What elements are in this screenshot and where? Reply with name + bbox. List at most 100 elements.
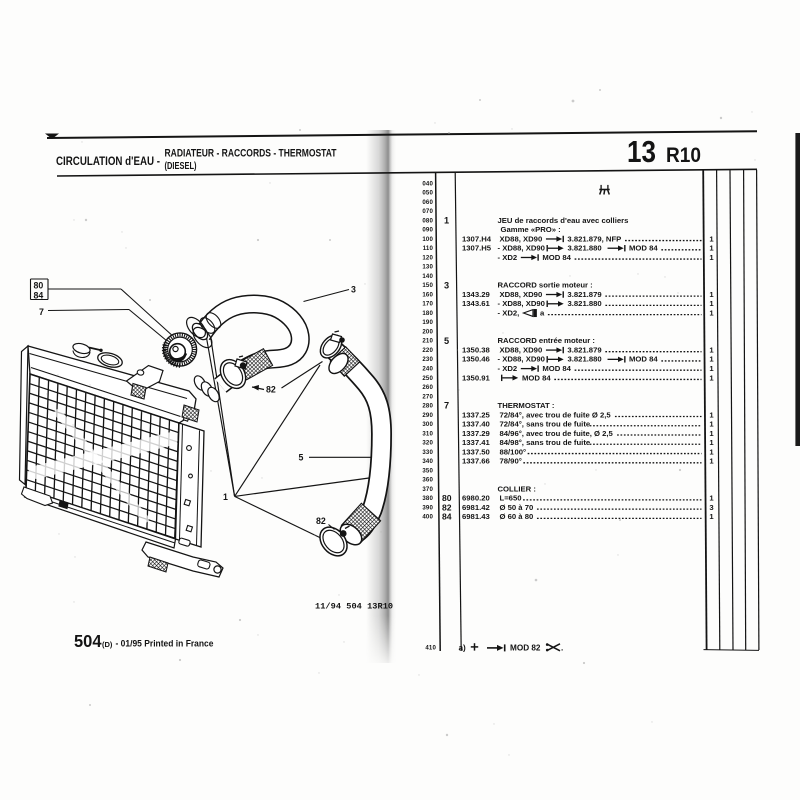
svg-text:- XD88, XD90: - XD88, XD90 (498, 299, 545, 308)
svg-text:150: 150 (422, 282, 433, 289)
svg-text:- XD88, XD90: - XD88, XD90 (498, 244, 545, 253)
svg-text:11/94 504 13R10: 11/94 504 13R10 (315, 602, 393, 612)
svg-text:080: 080 (422, 217, 433, 224)
svg-text:3.821.880: 3.821.880 (568, 244, 602, 253)
svg-text:1343.29: 1343.29 (462, 290, 490, 299)
svg-text:040: 040 (422, 180, 433, 187)
svg-text:MOD 84: MOD 84 (629, 355, 658, 364)
svg-text:240: 240 (422, 366, 433, 373)
svg-text:Gamme «PRO» :: Gamme «PRO» : (501, 225, 561, 234)
svg-text:1343.61: 1343.61 (462, 299, 491, 308)
svg-text:MOD 82: MOD 82 (510, 644, 541, 653)
svg-text:1350.91: 1350.91 (462, 373, 491, 382)
svg-text:1: 1 (709, 420, 714, 429)
svg-text:RADIATEUR - RACCORDS - THERMOS: RADIATEUR - RACCORDS - THERMOSTAT (165, 148, 337, 160)
svg-text:MOD 84: MOD 84 (542, 253, 571, 262)
svg-text:400: 400 (422, 514, 433, 521)
svg-text:050: 050 (422, 190, 433, 197)
svg-text:- 01/95 Printed in France: - 01/95 Printed in France (116, 639, 214, 649)
svg-text:80: 80 (34, 281, 44, 291)
svg-text:1337.41: 1337.41 (462, 438, 491, 447)
svg-text:210: 210 (422, 338, 433, 345)
svg-text:250: 250 (422, 375, 433, 382)
svg-text:260: 260 (422, 384, 433, 391)
svg-text:1: 1 (709, 308, 714, 317)
svg-text:290: 290 (422, 412, 433, 419)
svg-text:5: 5 (299, 453, 304, 463)
svg-text:72/84°, sans trou de fuite: 72/84°, sans trou de fuite (500, 420, 591, 429)
svg-text:360: 360 (422, 477, 433, 484)
svg-text:1: 1 (709, 494, 714, 503)
svg-text:1: 1 (709, 355, 714, 364)
svg-text:80: 80 (442, 493, 452, 503)
svg-text:1: 1 (709, 438, 714, 447)
svg-text:7: 7 (444, 401, 449, 411)
svg-text:MOD 84: MOD 84 (629, 244, 658, 253)
svg-text:R10: R10 (666, 143, 701, 167)
svg-text:410: 410 (425, 645, 436, 652)
svg-text:1307.H5: 1307.H5 (462, 244, 492, 253)
svg-text:200: 200 (422, 328, 433, 335)
svg-text:7: 7 (39, 307, 44, 317)
svg-text:a): a) (459, 644, 467, 653)
svg-text:1: 1 (709, 345, 714, 354)
svg-text:RACCORD entrée moteur :: RACCORD entrée moteur : (498, 336, 595, 345)
svg-text:THERMOSTAT :: THERMOSTAT : (498, 401, 555, 410)
svg-text:1: 1 (444, 215, 449, 225)
svg-text:a: a (540, 308, 545, 317)
svg-text:270: 270 (422, 393, 433, 400)
svg-text:6981.43: 6981.43 (462, 512, 490, 521)
svg-text:280: 280 (422, 403, 433, 410)
svg-text:1: 1 (223, 492, 228, 502)
svg-text:XD88, XD90: XD88, XD90 (500, 345, 543, 354)
svg-text:- XD2: - XD2 (498, 364, 518, 373)
svg-text:1337.29: 1337.29 (462, 429, 490, 438)
svg-text:82: 82 (442, 502, 452, 512)
svg-text:COLLIER :: COLLIER : (498, 484, 536, 493)
svg-text:1350.38: 1350.38 (462, 345, 491, 354)
svg-text:3.821.879, NFP: 3.821.879, NFP (567, 234, 621, 243)
svg-text:220: 220 (422, 347, 433, 354)
svg-text:3.821.879: 3.821.879 (567, 345, 601, 354)
svg-text:1: 1 (709, 234, 714, 243)
svg-text:170: 170 (422, 301, 433, 308)
svg-text:XD88, XD90: XD88, XD90 (500, 234, 543, 243)
svg-text:MOD 84: MOD 84 (542, 364, 571, 373)
svg-text:3: 3 (444, 280, 449, 290)
svg-text:230: 230 (422, 356, 433, 363)
svg-text:1: 1 (709, 457, 714, 466)
svg-text:- XD88, XD90: - XD88, XD90 (498, 355, 545, 364)
svg-text:1337.25: 1337.25 (462, 410, 491, 419)
svg-text:RACCORD sortie moteur :: RACCORD sortie moteur : (498, 281, 593, 290)
svg-text:5: 5 (444, 336, 449, 346)
svg-text:1: 1 (709, 290, 714, 299)
svg-text:190: 190 (422, 319, 433, 326)
svg-text:CIRCULATION d'EAU -: CIRCULATION d'EAU - (56, 154, 160, 168)
svg-text:78/90°: 78/90° (500, 457, 522, 466)
svg-text:Ø 50 à 70: Ø 50 à 70 (500, 503, 534, 512)
svg-text:180: 180 (422, 310, 433, 317)
svg-text:330: 330 (422, 449, 433, 456)
svg-text:1: 1 (709, 447, 714, 456)
svg-text:1: 1 (709, 429, 714, 438)
svg-text:1337.66: 1337.66 (462, 457, 490, 466)
svg-text:82: 82 (266, 385, 276, 395)
svg-text:84/96°, avec trou de fuite, Ø: 84/96°, avec trou de fuite, Ø 2,5 (500, 429, 614, 438)
svg-text:- XD2: - XD2 (498, 253, 518, 262)
svg-text:090: 090 (422, 227, 433, 234)
svg-text:100: 100 (422, 236, 433, 243)
svg-text:160: 160 (422, 291, 433, 298)
svg-text:390: 390 (422, 504, 433, 511)
svg-text:1: 1 (709, 299, 714, 308)
svg-text:060: 060 (422, 199, 433, 206)
svg-text:120: 120 (422, 254, 433, 261)
svg-text:310: 310 (422, 430, 433, 437)
svg-text:1337.50: 1337.50 (462, 447, 490, 456)
svg-text:1307.H4: 1307.H4 (462, 234, 492, 243)
svg-text:13: 13 (627, 135, 656, 169)
svg-text:320: 320 (422, 440, 433, 447)
svg-text:3.821.880: 3.821.880 (568, 299, 602, 308)
svg-text:(D): (D) (102, 640, 113, 649)
svg-text:Ø 60 à 80: Ø 60 à 80 (500, 512, 534, 521)
svg-text:504: 504 (74, 631, 102, 651)
